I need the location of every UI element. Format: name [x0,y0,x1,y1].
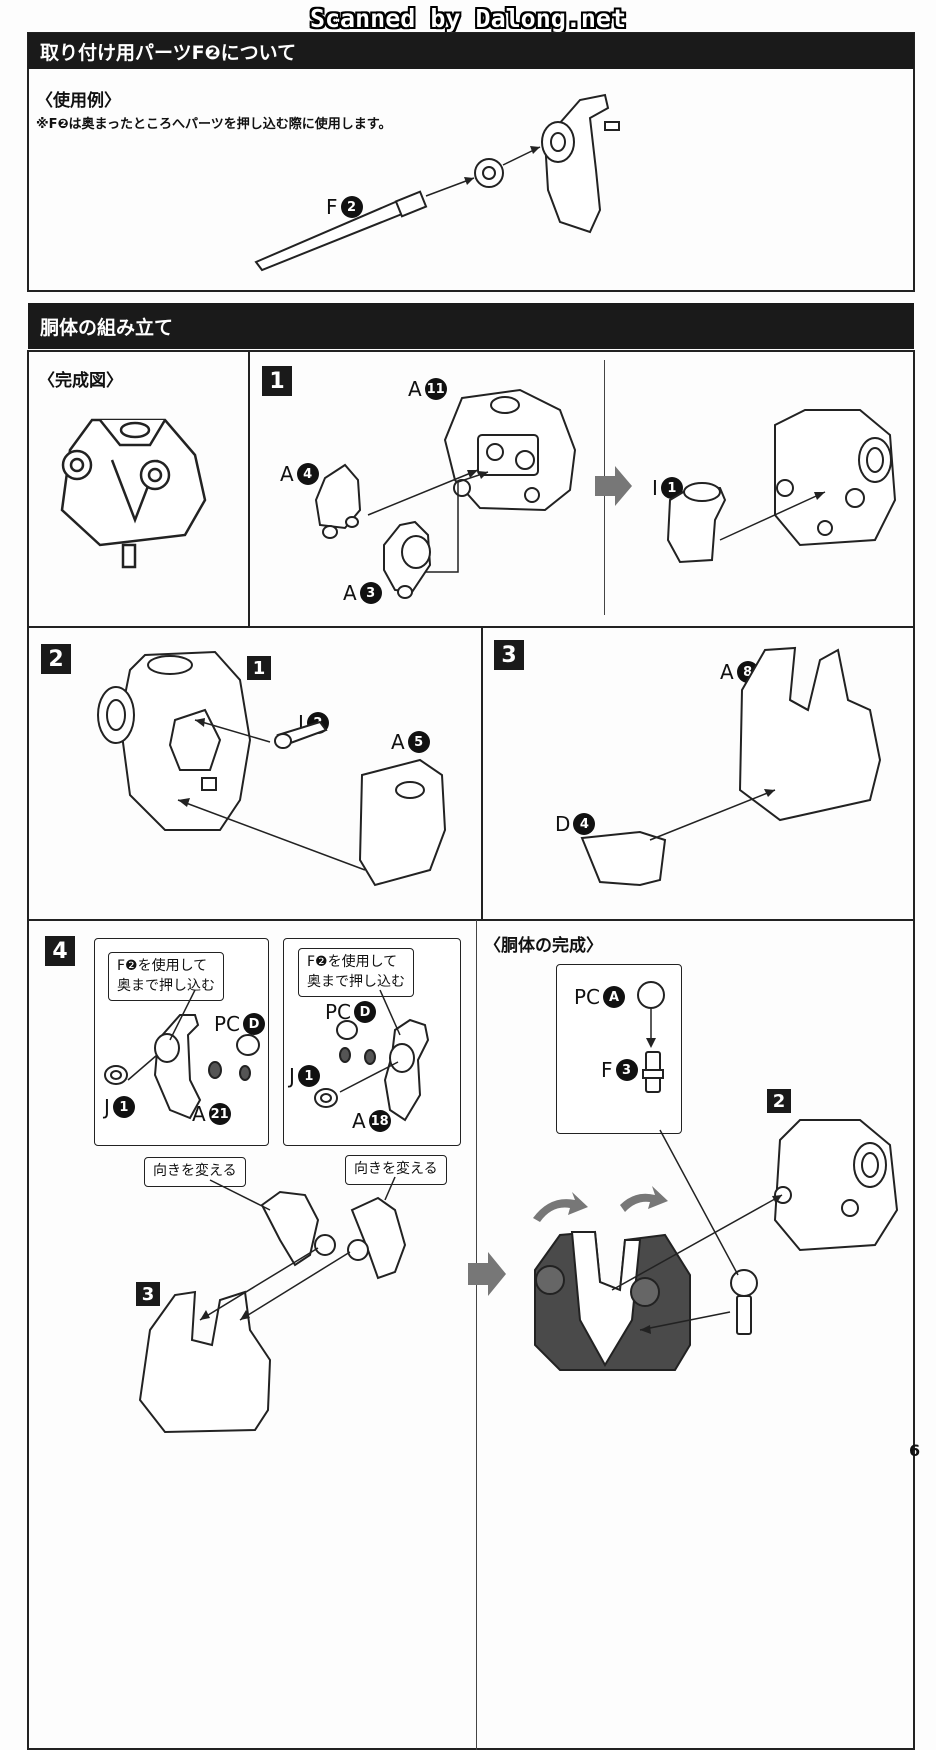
section-torso-header: 胴体の組み立て [28,303,914,349]
complete-torso-illustration [60,418,207,569]
row1-divider [248,350,250,627]
section-f2-header: 取り付け用パーツF❷について [28,33,914,69]
step-1-illustration [314,388,897,599]
step-3-illustration [580,646,882,887]
torso-complete-label: 〈胴体の完成〉 [484,936,603,956]
right-push-callout: F❷を使用して奥まで押し込む [298,948,414,998]
row3-divider [476,920,477,1750]
torso-complete-illustration [468,981,899,1371]
step-4-ref-badge: 3 [136,1282,160,1306]
step-4-illustration [104,989,430,1434]
usage-note: ※F❷は奥まったところへパーツを押し込む際に使用します。 [36,117,392,132]
step-1-badge: 1 [262,366,292,396]
scan-watermark: Scanned by Dalong.net [309,4,627,33]
page-number: 6 [909,1441,921,1460]
torso-ref-badge: 2 [767,1089,791,1113]
step-3-badge: 3 [494,640,524,670]
row2-bottom-rule [27,919,915,921]
f2-usage-illustration [254,93,620,272]
section-torso-title: 胴体の組み立て [40,316,174,339]
usage-example-label: 〈使用例〉 [36,91,121,111]
turn-label-left: 向きを変える [144,1157,246,1187]
section-f2-title: 取り付け用パーツF❷について [40,41,297,64]
row1-bottom-rule [27,626,915,628]
step-2-illustration [97,650,447,887]
row2-divider [481,627,483,920]
complete-view-label: 〈完成図〉 [38,371,123,391]
turn-label-right: 向きを変える [345,1155,447,1185]
step-4-badge: 4 [45,936,75,966]
left-push-callout: F❷を使用して奥まで押し込む [108,952,224,1002]
step-2-badge: 2 [41,644,71,674]
step-2-ref-badge: 1 [247,656,271,680]
